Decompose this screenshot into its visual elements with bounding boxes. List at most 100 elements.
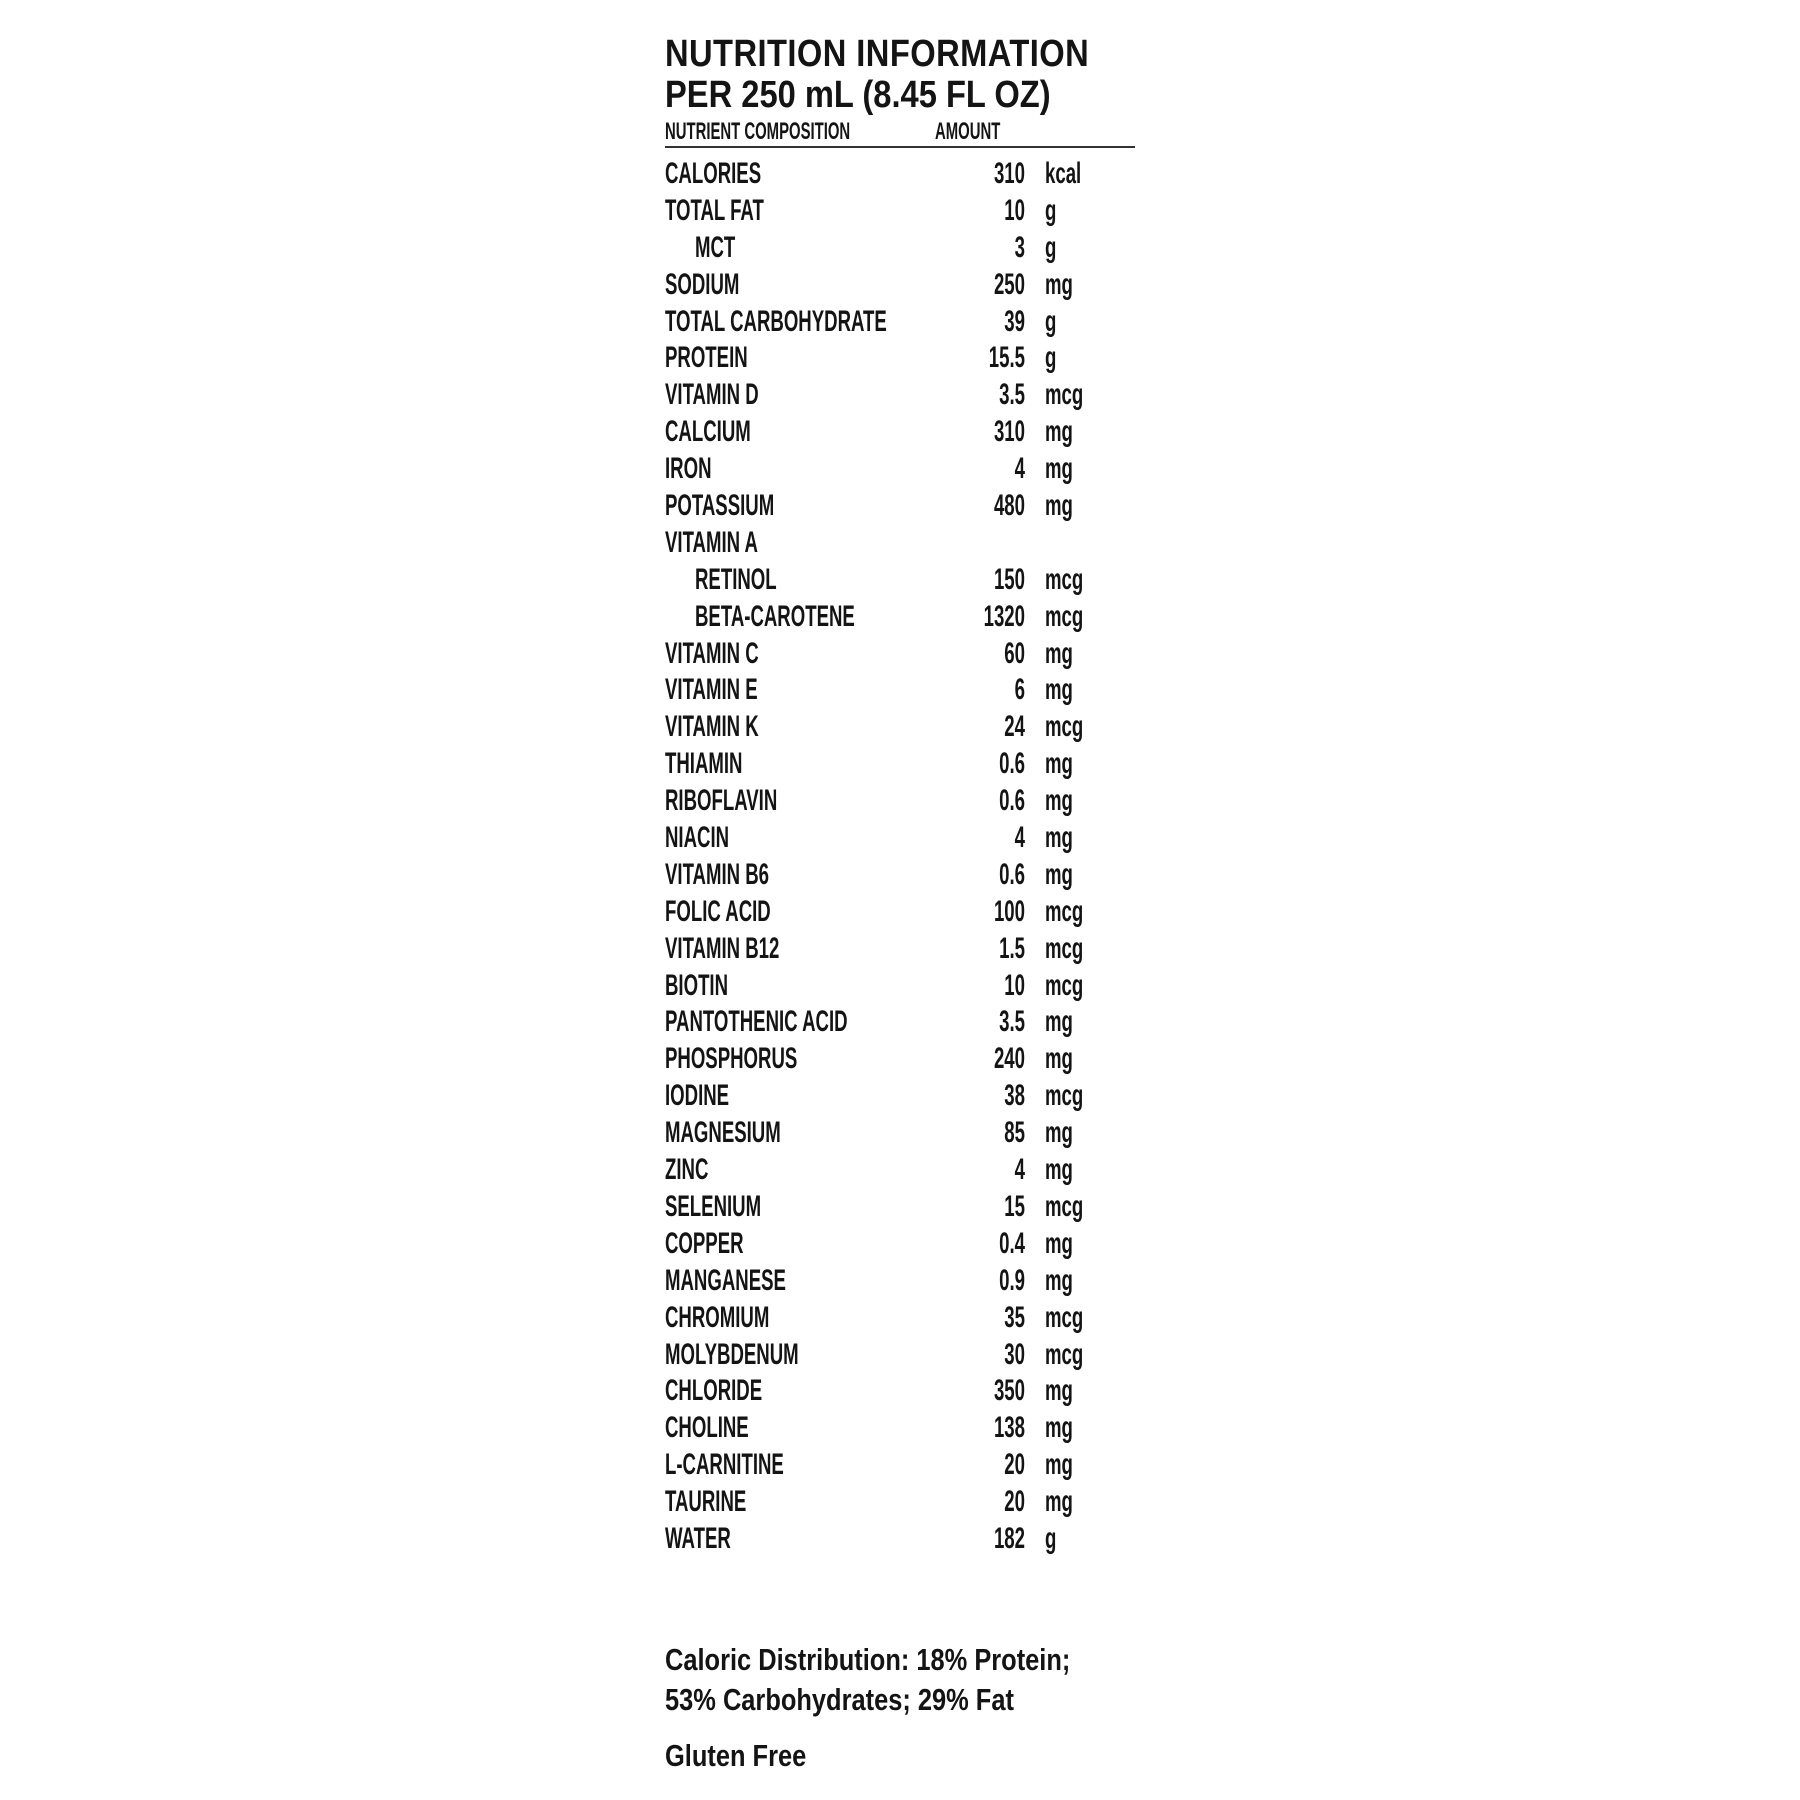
nutrient-name: IODINE xyxy=(665,1079,730,1113)
caloric-distribution-line-2: 53% Carbohydrates; 29% Fat xyxy=(665,1682,1014,1717)
nutrient-name: PROTEIN xyxy=(665,341,748,375)
nutrient-unit: mg xyxy=(1045,821,1073,855)
nutrient-amount: 4 xyxy=(1014,452,1025,486)
nutrient-name: CHOLINE xyxy=(665,1411,749,1445)
nutrient-row: NIACIN 4 mg xyxy=(665,820,1145,857)
nutrient-name: CALCIUM xyxy=(665,415,751,449)
nutrient-amount: 10 xyxy=(1004,968,1025,1002)
nutrient-unit: mg xyxy=(1045,1485,1073,1519)
nutrient-name: RETINOL xyxy=(695,562,777,596)
nutrient-unit: mg xyxy=(1045,1042,1073,1076)
nutrition-panel: NUTRITION INFORMATION PER 250 mL (8.45 F… xyxy=(665,34,1145,1558)
nutrient-unit: g xyxy=(1045,304,1057,338)
nutrient-unit: mg xyxy=(1045,452,1073,486)
nutrient-amount: 310 xyxy=(993,415,1025,449)
nutrient-name: ZINC xyxy=(665,1153,709,1187)
nutrient-unit: mg xyxy=(1045,747,1073,781)
column-header-amount: AMOUNT xyxy=(935,118,1001,145)
nutrient-amount: 0.6 xyxy=(999,747,1025,781)
nutrient-amount: 15 xyxy=(1004,1189,1025,1223)
nutrient-unit: mcg xyxy=(1045,378,1084,412)
nutrient-name: VITAMIN K xyxy=(665,710,759,744)
nutrient-unit: mcg xyxy=(1045,1079,1084,1113)
nutrient-row: VITAMIN A xyxy=(665,525,1145,562)
nutrient-unit: mg xyxy=(1045,1116,1073,1150)
nutrient-amount: 3.5 xyxy=(999,1005,1025,1039)
nutrient-unit: mg xyxy=(1045,415,1073,449)
nutrient-amount: 30 xyxy=(1004,1337,1025,1371)
nutrient-name: SODIUM xyxy=(665,267,740,301)
nutrient-row: FOLIC ACID 100 mcg xyxy=(665,894,1145,931)
nutrient-name: COPPER xyxy=(665,1226,744,1260)
nutrient-amount: 20 xyxy=(1004,1448,1025,1482)
nutrient-unit: g xyxy=(1045,341,1057,375)
nutrient-name: VITAMIN A xyxy=(665,525,758,559)
nutrient-amount: 39 xyxy=(1004,304,1025,338)
nutrient-row: THIAMIN 0.6 mg xyxy=(665,746,1145,783)
nutrient-amount: 4 xyxy=(1014,1153,1025,1187)
nutrient-amount: 150 xyxy=(993,562,1025,596)
nutrient-name: VITAMIN D xyxy=(665,378,759,412)
nutrient-unit: mg xyxy=(1045,857,1073,891)
nutrient-unit: mcg xyxy=(1045,968,1084,1002)
nutrient-name: THIAMIN xyxy=(665,747,743,781)
nutrient-row: RETINOL 150 mcg xyxy=(665,562,1145,599)
nutrient-unit: mcg xyxy=(1045,562,1084,596)
nutrient-name: FOLIC ACID xyxy=(665,894,771,928)
nutrient-name: NIACIN xyxy=(665,821,730,855)
nutrient-amount: 85 xyxy=(1004,1116,1025,1150)
nutrient-row: IODINE 38 mcg xyxy=(665,1078,1145,1115)
nutrient-name: MAGNESIUM xyxy=(665,1116,781,1150)
nutrient-amount: 4 xyxy=(1014,821,1025,855)
nutrient-row: CALCIUM 310 mg xyxy=(665,414,1145,451)
nutrient-row: ZINC 4 mg xyxy=(665,1152,1145,1189)
nutrient-unit: mcg xyxy=(1045,599,1084,633)
nutrient-unit: mcg xyxy=(1045,894,1084,928)
nutrient-amount: 100 xyxy=(993,894,1025,928)
nutrient-name: VITAMIN E xyxy=(665,673,758,707)
footer: Caloric Distribution: 18% Protein; 53% C… xyxy=(665,1640,1185,1776)
nutrient-amount: 60 xyxy=(1004,636,1025,670)
nutrient-amount: 250 xyxy=(993,267,1025,301)
nutrient-unit: mg xyxy=(1045,1263,1073,1297)
nutrient-unit: mg xyxy=(1045,1153,1073,1187)
nutrient-unit: mg xyxy=(1045,489,1073,523)
nutrient-amount: 10 xyxy=(1004,193,1025,227)
nutrient-unit: mg xyxy=(1045,636,1073,670)
nutrient-amount: 0.9 xyxy=(999,1263,1025,1297)
nutrient-amount: 138 xyxy=(993,1411,1025,1445)
nutrient-amount: 182 xyxy=(993,1521,1025,1555)
nutrient-amount: 38 xyxy=(1004,1079,1025,1113)
nutrient-unit: mg xyxy=(1045,1374,1073,1408)
nutrient-unit: kcal xyxy=(1045,157,1082,190)
column-header-nutrient: NUTRIENT COMPOSITION xyxy=(665,118,851,145)
nutrient-unit: mg xyxy=(1045,784,1073,818)
nutrient-name: VITAMIN B6 xyxy=(665,857,770,891)
nutrient-row: VITAMIN C 60 mg xyxy=(665,636,1145,673)
nutrient-name: MOLYBDENUM xyxy=(665,1337,799,1371)
column-header: NUTRIENT COMPOSITION AMOUNT xyxy=(665,118,1135,148)
nutrient-name: BIOTIN xyxy=(665,968,729,1002)
nutrient-name: L-CARNITINE xyxy=(665,1448,784,1482)
nutrient-name: VITAMIN C xyxy=(665,636,759,670)
nutrient-name: MCT xyxy=(695,230,736,264)
nutrient-row: MAGNESIUM 85 mg xyxy=(665,1115,1145,1152)
nutrient-unit: mcg xyxy=(1045,710,1084,744)
